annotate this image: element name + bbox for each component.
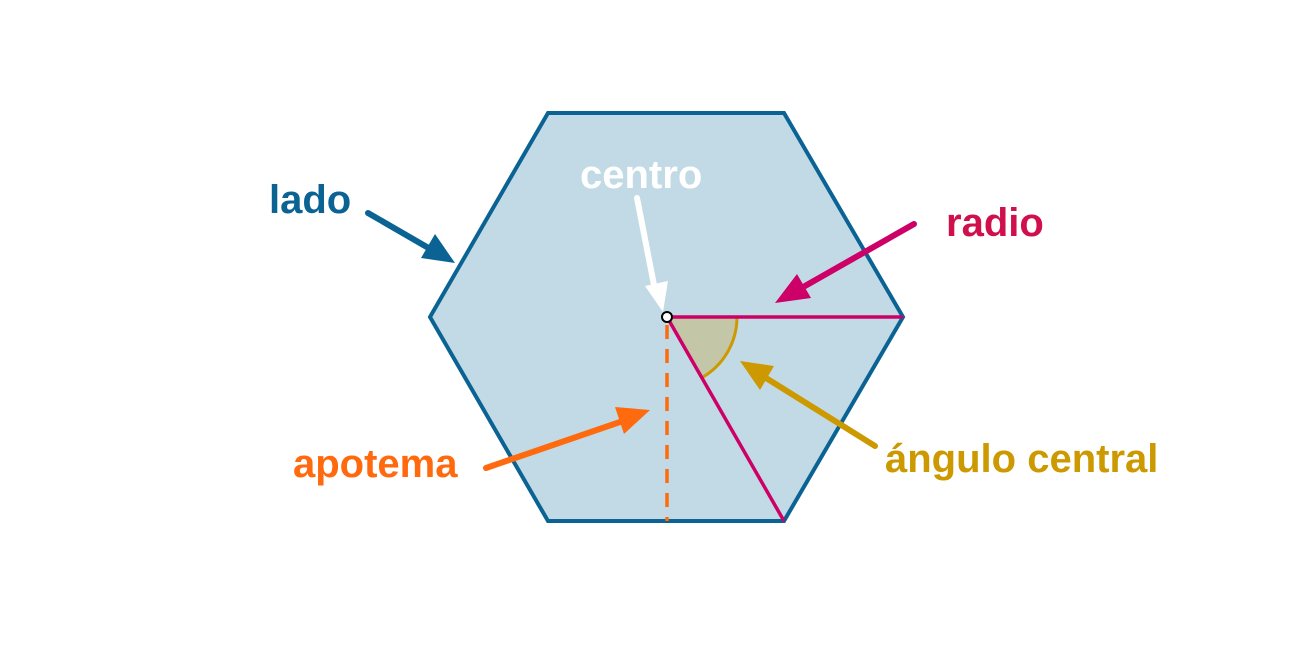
radius-line-diagonal (665, 316, 786, 522)
central-angle-arrow-shaft (763, 375, 878, 449)
apothem-arrow-shaft (483, 419, 623, 471)
central-angle-arc (701, 316, 739, 379)
radius-label: radio (946, 201, 1044, 245)
radius-arrow-head (775, 274, 811, 303)
side-label: lado (269, 178, 351, 222)
side-arrow-head (421, 234, 455, 263)
center-label: centro (580, 153, 702, 197)
center-arrow-head (645, 281, 668, 312)
side-arrow-shaft (365, 210, 435, 253)
apothem-arrow-head (615, 407, 650, 434)
apothem-label: apotema (293, 442, 458, 486)
center-point (661, 311, 673, 323)
central-angle-label: ángulo central (885, 437, 1158, 481)
center-arrow-shaft (634, 195, 657, 288)
radius-arrow-shaft (802, 221, 917, 289)
central-angle-arrow-head (740, 361, 774, 390)
